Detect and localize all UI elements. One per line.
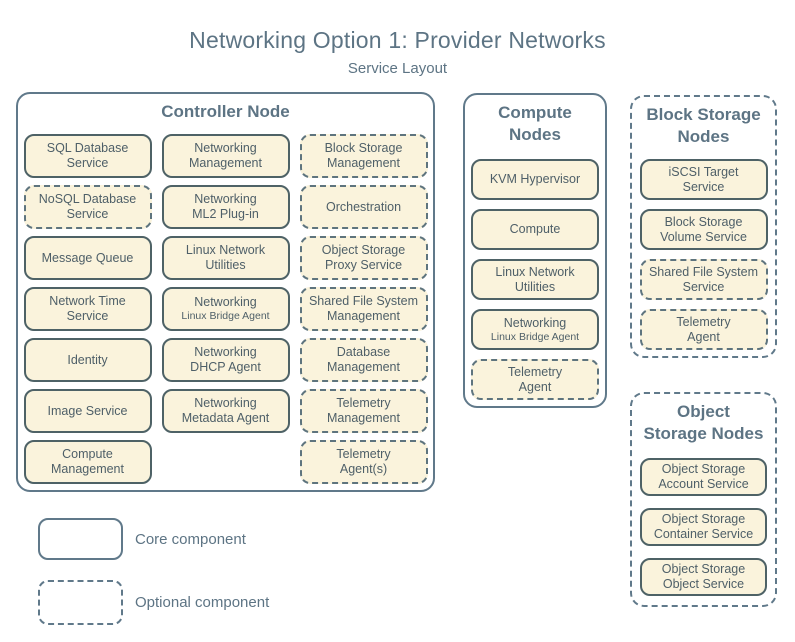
service-label: Telemetry Management bbox=[327, 396, 400, 425]
service-box-linux-network-utilities: Linux Network Utilities bbox=[471, 259, 599, 300]
service-label: Object Storage Container Service bbox=[653, 512, 754, 541]
group-title: Compute Nodes bbox=[498, 103, 572, 144]
service-label: Image Service bbox=[47, 403, 128, 418]
service-box-identity: Identity bbox=[23, 338, 152, 382]
service-label: SQL Database Service bbox=[46, 141, 129, 170]
service-box-image-service: Image Service bbox=[23, 389, 152, 433]
service-box-iscsi-target-service: iSCSI Target Service bbox=[639, 159, 768, 200]
service-label: Compute Management bbox=[51, 447, 124, 476]
group-object-storage-nodes: Object Storage Nodes Object Storage Acco… bbox=[630, 392, 777, 607]
service-label: Identity bbox=[67, 352, 108, 367]
service-box-networking-metadata-agent: Networking Metadata Agent bbox=[161, 389, 290, 433]
service-box-object-storage-object-service: Object Storage Object Service bbox=[640, 558, 767, 596]
page-title: Networking Option 1: Provider Networks bbox=[189, 27, 606, 53]
service-box-telemetry-agent: Telemetry Agent bbox=[639, 309, 768, 350]
service-label: Telemetry Agent bbox=[676, 314, 731, 344]
service-label: Object Storage Object Service bbox=[661, 562, 746, 591]
service-label: iSCSI Target Service bbox=[668, 164, 739, 194]
service-box-telemetry-agent-s: Telemetry Agent(s) bbox=[299, 440, 428, 484]
legend: Core component Optional component bbox=[38, 518, 269, 625]
service-label: Object Storage Account Service bbox=[658, 462, 749, 491]
service-box-networking-dhcp-agent: Networking DHCP Agent bbox=[161, 338, 290, 382]
service-label: Shared File System Management bbox=[308, 294, 419, 323]
service-box-linux-network-utilities: Linux Network Utilities bbox=[161, 236, 290, 280]
service-label: Compute bbox=[509, 222, 561, 236]
service-box-shared-file-system-management: Shared File System Management bbox=[299, 287, 428, 331]
service-label: Networking bbox=[503, 315, 567, 330]
service-label: Networking bbox=[194, 295, 257, 309]
group-title: Block Storage Nodes bbox=[646, 105, 761, 146]
group-title: Controller Node bbox=[161, 102, 290, 121]
service-label: Network Time Service bbox=[49, 294, 126, 323]
legend-item-optional: Optional component bbox=[38, 580, 269, 625]
service-box-compute-management: Compute Management bbox=[23, 440, 152, 484]
service-box-telemetry-agent: Telemetry Agent bbox=[471, 359, 599, 400]
service-sublabel: Linux Bridge Agent bbox=[181, 310, 270, 322]
service-box-block-storage-volume-service: Block Storage Volume Service bbox=[639, 209, 768, 250]
service-label: KVM Hypervisor bbox=[489, 172, 581, 186]
service-label: Networking Management bbox=[189, 141, 262, 170]
service-box-compute: Compute bbox=[471, 209, 599, 250]
service-box-database-management: Database Management bbox=[299, 338, 428, 382]
optional-swatch bbox=[38, 580, 123, 625]
service-label: Telemetry Agent(s) bbox=[336, 447, 391, 476]
service-box-network-time-service: Network Time Service bbox=[23, 287, 152, 331]
service-box-sql-database-service: SQL Database Service bbox=[23, 134, 152, 178]
service-label: Block Storage Management bbox=[324, 141, 403, 170]
service-label: Database Management bbox=[327, 345, 400, 374]
service-label: Networking DHCP Agent bbox=[190, 345, 261, 374]
service-box-block-storage-management: Block Storage Management bbox=[299, 134, 428, 178]
service-label: Networking Metadata Agent bbox=[181, 396, 270, 425]
service-box-orchestration: Orchestration bbox=[299, 185, 428, 229]
service-label: Linux Network Utilities bbox=[495, 264, 575, 294]
service-label: Linux Network Utilities bbox=[185, 243, 266, 272]
service-label: Networking ML2 Plug-in bbox=[192, 192, 259, 221]
group-block-storage-nodes: Block Storage Nodes iSCSI Target Service… bbox=[630, 95, 777, 358]
page-subtitle: Service Layout bbox=[347, 60, 448, 77]
service-label: Object Storage Proxy Service bbox=[321, 243, 406, 272]
service-label: Shared File System Service bbox=[648, 264, 759, 294]
service-box-networking-ml2-plug-in: Networking ML2 Plug-in bbox=[161, 185, 290, 229]
service-label: Telemetry Agent bbox=[507, 364, 563, 394]
legend-label-core: Core component bbox=[135, 530, 246, 548]
empty-cell bbox=[162, 440, 290, 484]
core-swatch bbox=[38, 518, 123, 560]
service-label: NoSQL Database Service bbox=[38, 192, 137, 221]
service-box-object-storage-container-service: Object Storage Container Service bbox=[640, 508, 767, 546]
service-box-kvm-hypervisor: KVM Hypervisor bbox=[471, 159, 599, 200]
group-title: Object Storage Nodes bbox=[643, 402, 764, 443]
service-box-object-storage-proxy-service: Object Storage Proxy Service bbox=[299, 236, 428, 280]
legend-label-optional: Optional component bbox=[135, 594, 270, 611]
service-label: Message Queue bbox=[41, 250, 134, 265]
legend-item-core: Core component bbox=[38, 518, 269, 560]
service-box-nosql-database-service: NoSQL Database Service bbox=[23, 185, 152, 229]
service-box-telemetry-management: Telemetry Management bbox=[299, 389, 428, 433]
service-sublabel: Linux Bridge Agent bbox=[490, 330, 580, 343]
service-grid: SQL Database Service Networking Managemen… bbox=[18, 123, 433, 484]
service-box-message-queue: Message Queue bbox=[23, 236, 152, 280]
service-box-object-storage-account-service: Object Storage Account Service bbox=[640, 458, 767, 496]
service-label: Orchestration bbox=[325, 199, 402, 214]
service-label: Block Storage Volume Service bbox=[660, 214, 747, 244]
service-box-shared-file-system-service: Shared File System Service bbox=[639, 259, 768, 300]
service-box-networking-management: Networking Management bbox=[161, 134, 290, 178]
